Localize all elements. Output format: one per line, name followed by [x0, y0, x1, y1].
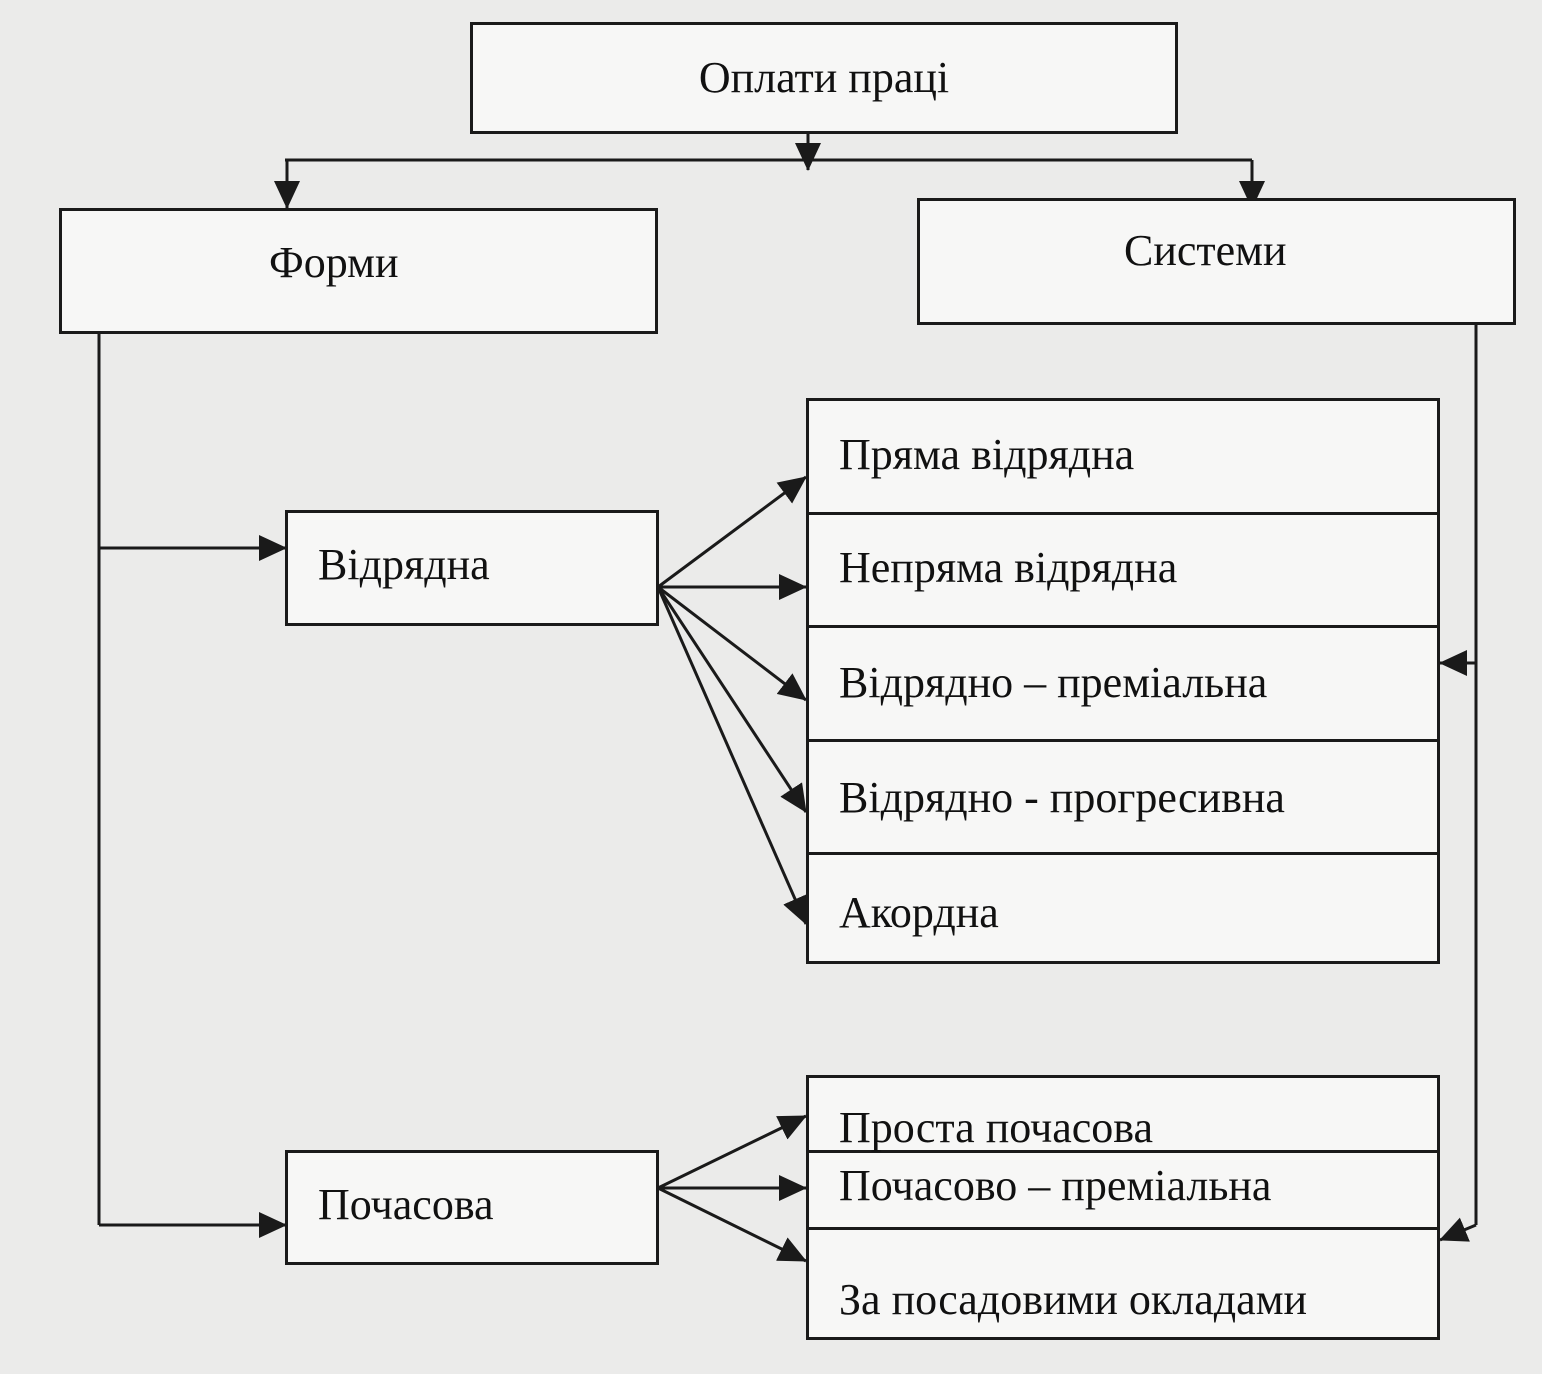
divider [809, 512, 1437, 515]
arrow-time-3 [657, 1186, 807, 1263]
forms-heading: Форми [269, 238, 399, 287]
divider [809, 1227, 1437, 1230]
arrow-piecework-1 [657, 475, 807, 589]
system-item-time-bonus: Почасово – преміальна [839, 1161, 1272, 1210]
system-item-chord: Акордна [839, 888, 999, 937]
arrow-piecework-4 [656, 586, 808, 813]
divider [809, 739, 1437, 742]
arrow-piecework-5 [656, 586, 808, 925]
systems-heading: Системи [1124, 226, 1287, 275]
title-label: Оплати праці [698, 53, 950, 102]
timebased-box: Почасова [285, 1150, 659, 1265]
time-systems-list: Проста почасова Почасово – преміальна За… [806, 1075, 1440, 1340]
system-item-salary: За посадовими окладами [839, 1275, 1308, 1324]
piecework-box: Відрядна [285, 510, 659, 626]
divider [809, 852, 1437, 855]
divider [809, 1150, 1437, 1153]
title-box: Оплати праці [470, 22, 1178, 134]
system-item-direct-piecework: Пряма відрядна [839, 430, 1135, 479]
system-item-piecework-bonus: Відрядно – преміальна [839, 658, 1268, 707]
forms-box: Форми [59, 208, 658, 334]
system-item-simple-time: Проста почасова [839, 1103, 1154, 1152]
timebased-label: Почасова [318, 1180, 494, 1229]
piecework-label: Відрядна [318, 540, 490, 589]
system-item-piecework-progressive: Відрядно - прогресивна [839, 773, 1285, 822]
system-item-indirect-piecework: Непряма відрядна [839, 543, 1178, 592]
arrow-to-time-systems [1439, 1217, 1477, 1242]
arrow-time-1 [657, 1114, 807, 1190]
systems-box: Системи [917, 198, 1516, 325]
piecework-systems-list: Пряма відрядна Непряма відрядна Відрядно… [806, 398, 1440, 964]
divider [809, 625, 1437, 628]
arrow-piecework-3 [657, 585, 807, 702]
